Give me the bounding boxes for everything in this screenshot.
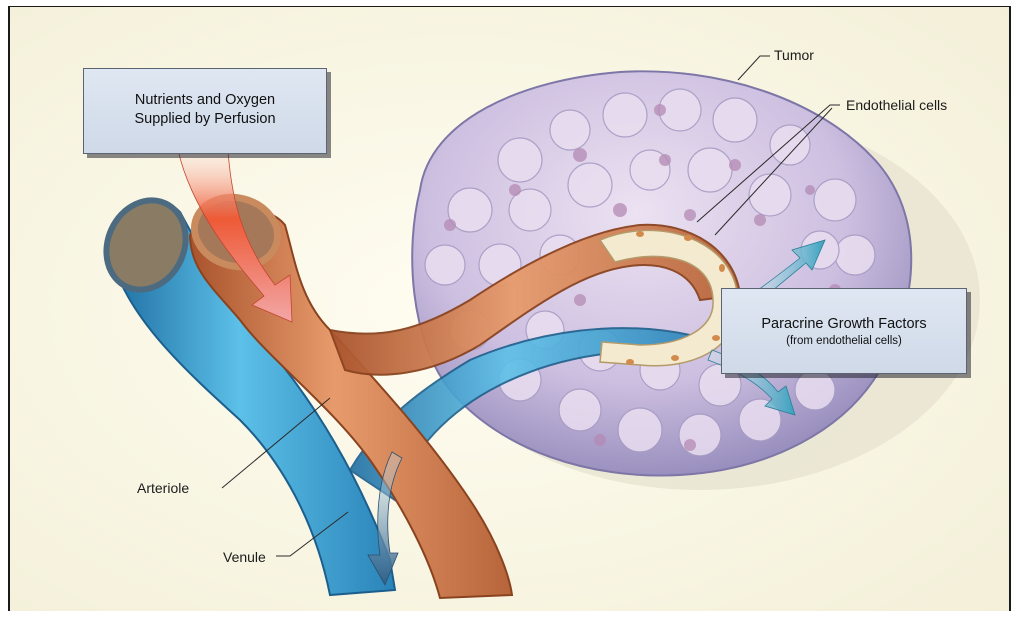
- tumor-label: Tumor: [774, 47, 814, 63]
- paracrine-label-line1: Paracrine Growth Factors: [722, 315, 966, 334]
- arteriole-label: Arteriole: [137, 480, 189, 496]
- endothelial-cells-label: Endothelial cells: [846, 97, 947, 113]
- paracrine-label-line2: (from endothelial cells): [722, 334, 966, 349]
- frame-right: [1009, 6, 1011, 611]
- nutrients-callout: Nutrients and Oxygen Supplied by Perfusi…: [83, 68, 327, 154]
- nutrients-label-line1: Nutrients and Oxygen: [84, 91, 326, 110]
- venule-label: Venule: [223, 549, 266, 565]
- frame-left: [8, 6, 10, 611]
- frame-top: [8, 6, 1011, 7]
- nutrients-label-line2: Supplied by Perfusion: [84, 110, 326, 129]
- paracrine-callout: Paracrine Growth Factors (from endotheli…: [721, 288, 967, 374]
